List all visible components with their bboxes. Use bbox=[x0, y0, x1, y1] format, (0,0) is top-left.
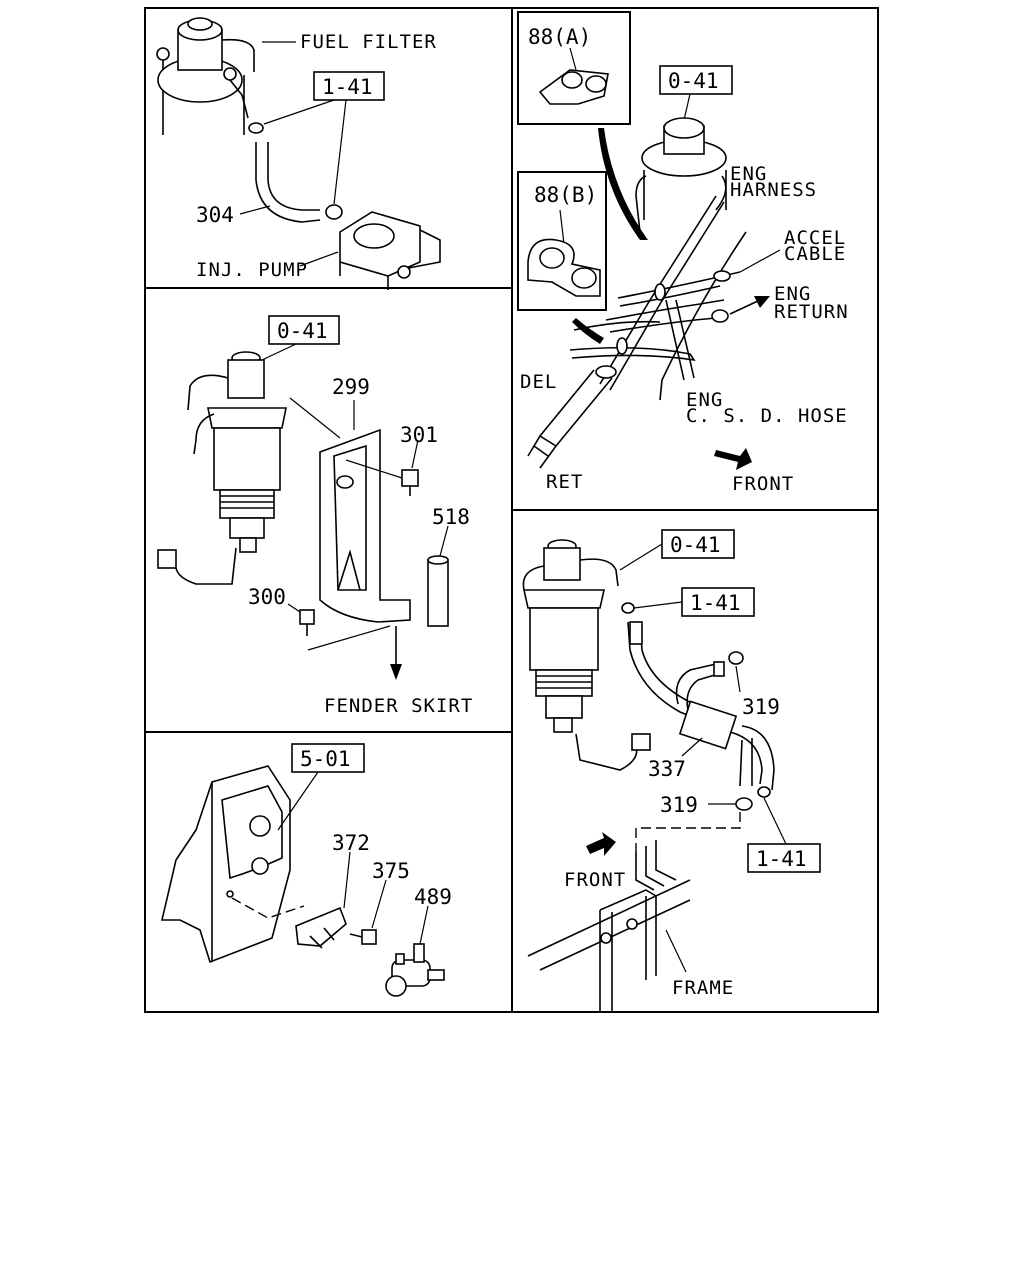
ref-box-label: 1-41 bbox=[690, 591, 741, 615]
part-number-304: 304 bbox=[196, 203, 234, 227]
ref-box bbox=[661, 529, 735, 559]
label-fuel-filter: FUEL FILTER bbox=[300, 31, 437, 53]
label-fender-skirt: FENDER SKIRT bbox=[324, 695, 473, 717]
clip-bracket-icon bbox=[295, 906, 347, 949]
label-accel-cable-line-2: CABLE bbox=[784, 243, 846, 265]
clip-b-icon bbox=[527, 238, 601, 297]
hose-sleeve-icon bbox=[427, 555, 449, 627]
bracket-illustration bbox=[319, 428, 411, 623]
inset-clip-a bbox=[517, 11, 631, 125]
label-eng-harness-line-1: ENG bbox=[730, 163, 767, 185]
panel-fuel-filter-to-pump: FUEL FILTER 1-41 304 INJ. PUMP bbox=[156, 17, 441, 290]
label-inj-pump: INJ. PUMP bbox=[196, 259, 308, 281]
bolt-icon bbox=[299, 609, 315, 636]
fuel-filter-assembly-illustration bbox=[157, 351, 287, 585]
fuel-filter-assembly-illustration bbox=[522, 539, 651, 771]
panel-hose-routing: 88(A) 88(B) 0-41 bbox=[517, 11, 849, 495]
fuel-filter-head-illustration bbox=[156, 17, 255, 135]
clip-a-icon bbox=[538, 69, 609, 105]
ref-box bbox=[681, 587, 755, 617]
panel-fuel-line-to-frame: 0-41 1-41 319 337 319 1-41 bbox=[522, 529, 821, 1012]
panel-filter-bracket: 0-41 299 301 518 300 bbox=[157, 315, 473, 717]
label-accel-cable-line-1: ACCEL bbox=[784, 227, 846, 249]
bolt-icon bbox=[349, 929, 377, 945]
front-arrow-icon bbox=[586, 832, 616, 856]
part-number-337: 337 bbox=[648, 757, 686, 781]
fender-bracket-illustration bbox=[160, 765, 291, 964]
part-number-301: 301 bbox=[400, 423, 438, 447]
fuel-hose bbox=[255, 142, 321, 223]
part-number-375: 375 bbox=[372, 859, 410, 883]
fuel-filter-head-illustration bbox=[635, 117, 727, 233]
front-arrow-icon bbox=[714, 448, 752, 470]
fuel-line-with-inline-filter-illustration bbox=[627, 621, 775, 811]
label-eng-return-line-1: ENG bbox=[774, 283, 811, 305]
ref-box bbox=[268, 315, 340, 345]
part-number-489: 489 bbox=[414, 885, 452, 909]
part-number-300: 300 bbox=[248, 585, 286, 609]
diagram-frame bbox=[144, 7, 879, 1013]
ref-box bbox=[747, 843, 821, 873]
ref-box-label: 1-41 bbox=[322, 75, 373, 99]
label-clip-b: 88(B) bbox=[534, 183, 597, 207]
bolt-icon bbox=[401, 469, 419, 496]
label-csd-hose-line-1: ENG bbox=[686, 389, 723, 411]
part-number-372: 372 bbox=[332, 831, 370, 855]
label-frame: FRAME bbox=[672, 977, 734, 999]
ref-box-label: 0-41 bbox=[668, 69, 719, 93]
ref-box bbox=[313, 71, 385, 101]
ref-box-label: 5-01 bbox=[300, 747, 351, 771]
part-number-299: 299 bbox=[332, 375, 370, 399]
label-eng-harness-line-2: HARNESS bbox=[730, 179, 817, 201]
clamp-icon bbox=[621, 602, 635, 614]
ref-box bbox=[291, 743, 365, 773]
panel-skirt-mount: 5-01 372 375 489 bbox=[160, 743, 452, 997]
three-way-connector-icon bbox=[385, 943, 445, 997]
label-ret: RET bbox=[546, 471, 583, 493]
injection-pump-illustration bbox=[339, 211, 441, 290]
arrow-down-icon bbox=[390, 626, 402, 680]
ref-box-label: 0-41 bbox=[277, 319, 328, 343]
inset-clip-b bbox=[517, 171, 607, 311]
label-del: DEL bbox=[520, 371, 557, 393]
curved-arrow-icon bbox=[598, 128, 648, 240]
label-csd-hose-line-2: C. S. D. HOSE bbox=[686, 405, 848, 427]
curved-arrow-icon bbox=[572, 318, 604, 344]
ref-box-label: 1-41 bbox=[756, 847, 807, 871]
ref-box-label: 0-41 bbox=[670, 533, 721, 557]
part-number-319: 319 bbox=[742, 695, 780, 719]
label-clip-a: 88(A) bbox=[528, 25, 591, 49]
vehicle-frame-illustration bbox=[527, 879, 691, 1012]
label-front: FRONT bbox=[732, 473, 794, 495]
label-eng-return-line-2: RETURN bbox=[774, 301, 849, 323]
clamp-icon bbox=[248, 122, 343, 220]
ref-box bbox=[659, 65, 733, 95]
part-number-518: 518 bbox=[432, 505, 470, 529]
arrow-right-icon bbox=[729, 296, 770, 315]
hose-bundle-illustration bbox=[527, 195, 747, 469]
part-number-319: 319 bbox=[660, 793, 698, 817]
label-front: FRONT bbox=[564, 869, 626, 891]
